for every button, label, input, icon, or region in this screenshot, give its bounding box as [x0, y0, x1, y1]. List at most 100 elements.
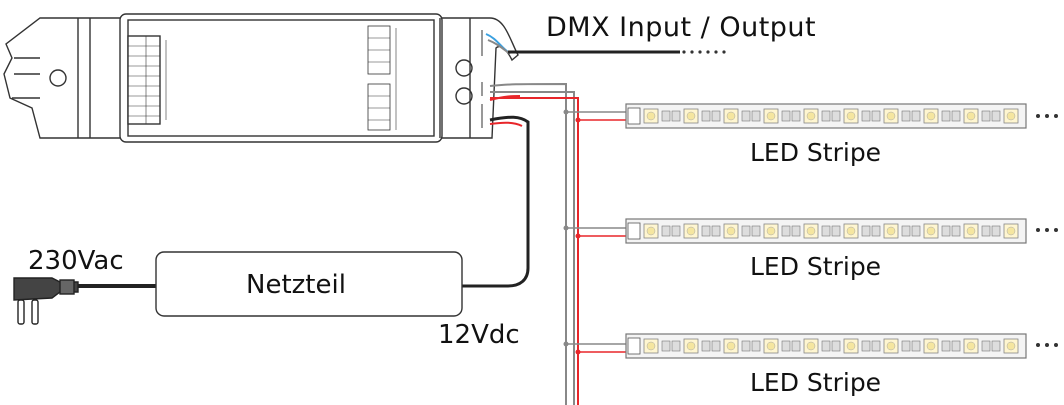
- dc-output-label: 12Vdc: [438, 320, 520, 350]
- resistor-pad: [821, 225, 831, 237]
- resistor-pad: [741, 110, 751, 122]
- resistor-pad: [781, 110, 791, 122]
- led-chip-dot: [806, 111, 816, 121]
- resistor-pad: [831, 340, 841, 352]
- resistor-pad: [951, 110, 961, 122]
- led-chip-dot: [886, 226, 896, 236]
- resistor-pad: [741, 225, 751, 237]
- mount-hole: [49, 69, 67, 87]
- resistor-pad: [941, 225, 951, 237]
- stripe-connector: [627, 337, 641, 355]
- led-chip-dot: [846, 111, 856, 121]
- stripe-feed-2: [563, 225, 626, 239]
- led-chip-dot: [766, 111, 776, 121]
- resistor-pad: [941, 340, 951, 352]
- power-plug-icon: [13, 277, 79, 325]
- resistor-pad: [911, 110, 921, 122]
- ellipsis-icon: [682, 50, 1058, 347]
- led-chip-dot: [1006, 226, 1016, 236]
- led-chip-dot: [1006, 341, 1016, 351]
- stripe-connector: [627, 107, 641, 125]
- led-chip-dot: [886, 341, 896, 351]
- resistor-pad: [671, 110, 681, 122]
- resistor-pad: [991, 340, 1001, 352]
- led-chip-dot: [966, 226, 976, 236]
- resistor-pad: [821, 110, 831, 122]
- resistor-pad: [871, 110, 881, 122]
- led-chip-dot: [766, 226, 776, 236]
- resistor-pad: [901, 340, 911, 352]
- resistor-pad: [951, 225, 961, 237]
- led-chip-dot: [646, 226, 656, 236]
- led-chip-dot: [686, 226, 696, 236]
- resistor-pad: [711, 340, 721, 352]
- resistor-pad: [981, 110, 991, 122]
- resistor-pad: [701, 225, 711, 237]
- resistor-pad: [701, 340, 711, 352]
- led-chip-dot: [966, 341, 976, 351]
- led-chip-dot: [806, 341, 816, 351]
- resistor-pad: [701, 110, 711, 122]
- stripe-feed-1: [563, 109, 626, 123]
- led-chip-dot: [846, 226, 856, 236]
- resistor-pad: [831, 110, 841, 122]
- stripe-feed-3: [563, 341, 626, 355]
- stripe-connector: [627, 222, 641, 240]
- resistor-pad: [711, 110, 721, 122]
- resistor-pad: [871, 340, 881, 352]
- resistor-pad: [861, 340, 871, 352]
- dc-cable: [462, 115, 530, 288]
- led-chip-dot: [686, 111, 696, 121]
- resistor-pad: [991, 110, 1001, 122]
- ac-input-label: 230Vac: [28, 246, 124, 276]
- resistor-pad: [661, 110, 671, 122]
- power-supply: [155, 251, 463, 317]
- resistor-pad: [821, 340, 831, 352]
- led-chip-dot: [646, 341, 656, 351]
- resistor-pad: [671, 225, 681, 237]
- resistor-pad: [781, 340, 791, 352]
- led-chip-dot: [1006, 111, 1016, 121]
- dmx-label: DMX Input / Output: [546, 12, 817, 43]
- resistor-pad: [751, 110, 761, 122]
- resistor-pad: [941, 110, 951, 122]
- led-chip-dot: [926, 226, 936, 236]
- power-supply-label: Netzteil: [246, 270, 346, 300]
- led-stripe-1: [625, 103, 1027, 129]
- resistor-pad: [951, 340, 961, 352]
- led-chip-dot: [726, 226, 736, 236]
- led-chip-dot: [726, 111, 736, 121]
- resistor-pad: [791, 340, 801, 352]
- led-stripe-3: [625, 333, 1027, 359]
- resistor-pad: [791, 225, 801, 237]
- led-stripe-label-1: LED Stripe: [750, 138, 882, 167]
- led-chip-dot: [726, 341, 736, 351]
- resistor-pad: [871, 225, 881, 237]
- resistor-pad: [671, 340, 681, 352]
- led-stripe-2: [625, 218, 1027, 244]
- wires: [78, 33, 680, 405]
- resistor-pad: [751, 340, 761, 352]
- resistor-pad: [861, 225, 871, 237]
- led-chip-dot: [966, 111, 976, 121]
- resistor-pad: [981, 225, 991, 237]
- resistor-pad: [741, 340, 751, 352]
- resistor-pad: [661, 340, 671, 352]
- resistor-pad: [911, 340, 921, 352]
- led-chip-dot: [926, 111, 936, 121]
- led-chip-dot: [846, 341, 856, 351]
- led-chip-dot: [926, 341, 936, 351]
- led-stripe-label-2: LED Stripe: [750, 252, 882, 281]
- mount-hole: [455, 59, 473, 77]
- resistor-pad: [711, 225, 721, 237]
- resistor-pad: [911, 225, 921, 237]
- resistor-pad: [901, 225, 911, 237]
- mount-hole: [455, 87, 473, 105]
- resistor-pad: [751, 225, 761, 237]
- resistor-pad: [901, 110, 911, 122]
- dmx-decoder: [3, 13, 519, 143]
- resistor-pad: [791, 110, 801, 122]
- resistor-pad: [781, 225, 791, 237]
- led-chip-dot: [806, 226, 816, 236]
